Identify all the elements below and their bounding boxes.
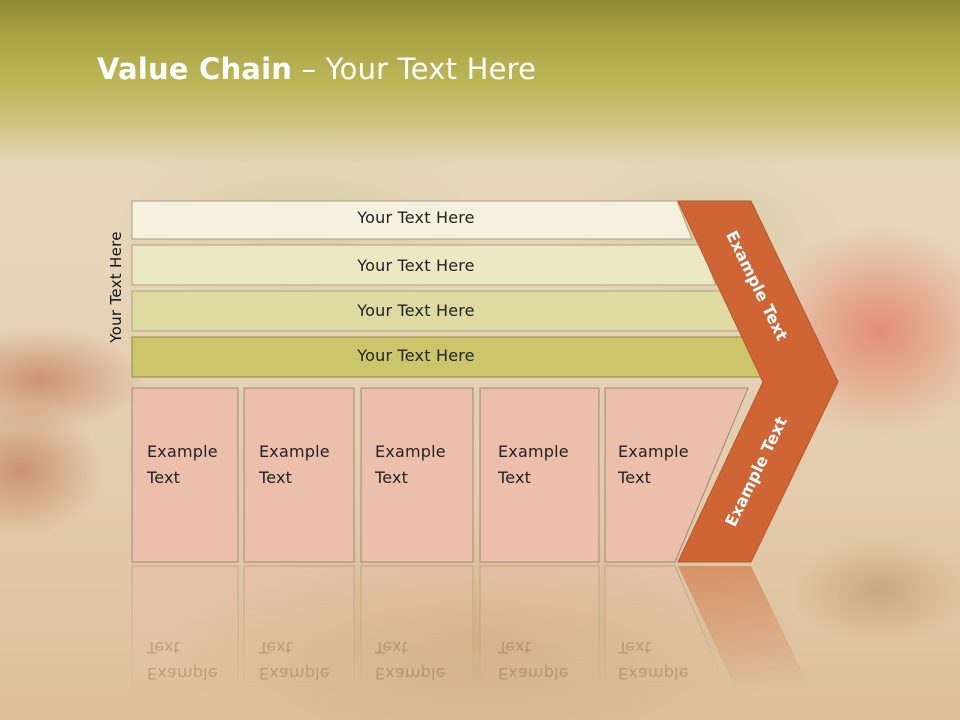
column-3-text: Example Text (375, 439, 446, 491)
column-5 (604, 387, 749, 563)
column-1-reflection: Example Text (147, 638, 218, 683)
column-2-line2: Text (259, 468, 293, 487)
slide-title: Value Chain – Your Text Here (97, 52, 536, 86)
column-4-line1: Example (498, 442, 569, 461)
column-5-reflection: Example Text (618, 638, 689, 683)
column-4-reflection: Example Text (498, 638, 569, 683)
column-3-line2: Text (375, 468, 409, 487)
bar-1-label: Your Text Here (357, 208, 475, 227)
column-1-line1: Example (147, 442, 218, 461)
bar-3-label: Your Text Here (357, 301, 475, 320)
column-5-line2: Text (618, 468, 652, 487)
column-1-line2: Text (147, 468, 181, 487)
side-label: Your Text Here (107, 231, 125, 343)
column-4-line2: Text (498, 468, 532, 487)
bar-2 (131, 244, 717, 286)
column-3-line1: Example (375, 442, 446, 461)
column-4 (479, 387, 600, 563)
bar-1 (131, 200, 693, 240)
title-rest: – Your Text Here (292, 52, 537, 86)
column-2-line1: Example (259, 442, 330, 461)
column-5-text: Example Text (618, 439, 689, 491)
bar-2-label: Your Text Here (357, 256, 475, 275)
title-band (0, 0, 960, 200)
title-bold: Value Chain (97, 52, 293, 86)
bar-4-label: Your Text Here (357, 346, 475, 365)
column-2-reflection: Example Text (259, 638, 330, 683)
column-2-text: Example Text (259, 439, 330, 491)
column-3 (360, 387, 474, 563)
column-1 (131, 387, 239, 563)
column-4-text: Example Text (498, 439, 569, 491)
column-3-reflection: Example Text (375, 638, 446, 683)
column-2 (243, 387, 355, 563)
column-1-text: Example Text (147, 439, 218, 491)
column-5-line1: Example (618, 442, 689, 461)
reflection (131, 565, 826, 720)
